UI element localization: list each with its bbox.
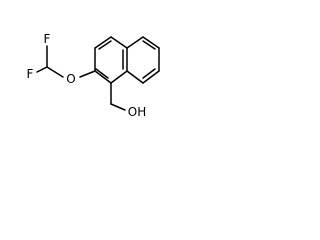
hydroxyl-label: OH [128,105,146,119]
ring-bond-c4-c4a [110,36,128,49]
ring-bond-c4a-c5 [126,36,144,49]
bond-oxygen-chf2 [46,66,64,78]
ring-bond-c1-c2 [94,70,112,84]
bond-ch2-hydroxyl [110,103,126,111]
ether-oxygen-label: O [66,72,75,86]
molecule-structure: F F O OH [0,0,203,120]
ring-bond-c5-c6 [142,36,160,49]
ring-bond-c3-c4-inner [98,40,112,50]
bond-chf2-fluorine-bottom [36,66,48,73]
fluorine-top-label: F [44,32,51,46]
ring-bond-c7-c8 [142,70,160,84]
ring-bond-c8-c8a [126,70,144,84]
background [0,0,203,120]
fluorine-bottom-label: F [27,67,34,81]
ring-bond-c3-c4 [94,36,112,49]
ring-bond-c1-c2-inner [95,68,109,79]
ring-bond-c7-c8-inner [142,68,156,79]
ring-bond-c8a-c1 [110,70,128,84]
bond-c2-oxygen [79,70,96,78]
ring-bond-c5-c6-inner [142,40,156,50]
